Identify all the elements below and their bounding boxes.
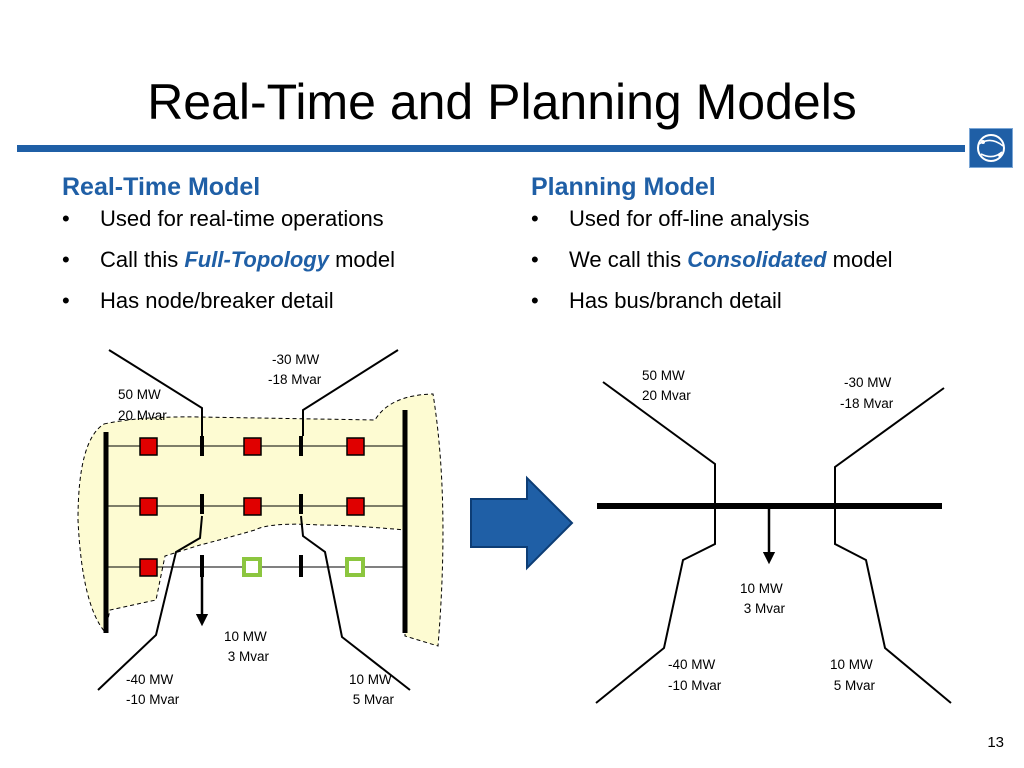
list-item: •Used for real-time operations	[62, 204, 502, 234]
list-item: •Has bus/branch detail	[531, 286, 1001, 316]
flow-label-bottom-left-mvar: -10 Mvar	[668, 678, 722, 693]
flow-label-top-left-mvar: 20 Mvar	[118, 408, 167, 423]
list-item: •Used for off-line analysis	[531, 204, 1001, 234]
bullet-icon: •	[62, 206, 70, 231]
bullet-icon: •	[531, 247, 539, 272]
line-top-right	[302, 349, 399, 436]
globe-logo-icon	[969, 128, 1013, 168]
flow-label-top-left-mw: 50 MW	[642, 368, 685, 383]
flow-label-bottom-left-mw: -40 MW	[668, 657, 716, 672]
real-time-bullets: •Used for real-time operations •Call thi…	[62, 204, 502, 316]
flow-label-bottom-left-mvar: -10 Mvar	[126, 692, 180, 707]
list-item: •Has node/breaker detail	[62, 286, 502, 316]
flow-label-bottom-right-mw: 10 MW	[349, 672, 392, 687]
full-topology-diagram: -30 MW -18 Mvar 50 MW 20 Mvar 10 MW 3 Mv…	[77, 349, 444, 707]
planning-column: Planning Model •Used for off-line analys…	[531, 170, 1001, 316]
breakers-closed	[139, 437, 365, 577]
right-arrow-icon	[470, 475, 574, 571]
real-time-heading: Real-Time Model	[62, 173, 261, 201]
line-top-right	[834, 387, 945, 506]
load-label-mvar: 3 Mvar	[740, 601, 786, 616]
flow-label-bottom-right-mw: 10 MW	[830, 657, 873, 672]
flow-label-top-right-mvar: -18 Mvar	[840, 396, 894, 411]
planning-heading: Planning Model	[531, 173, 716, 201]
line-top-left	[108, 349, 203, 436]
list-item: •Call this Full-Topology model	[62, 245, 502, 275]
flow-label-top-right-mvar: -18 Mvar	[268, 372, 322, 387]
flow-label-bottom-right-mvar: 5 Mvar	[349, 692, 395, 707]
line-bottom-right	[834, 506, 952, 704]
load-label-mw: 10 MW	[740, 581, 783, 596]
bullet-icon: •	[62, 247, 70, 272]
slide-title: Real-Time and Planning Models	[147, 74, 857, 130]
title-divider	[17, 145, 965, 152]
bullet-icon: •	[531, 206, 539, 231]
node-ticks	[200, 436, 303, 577]
breakers-open	[242, 557, 365, 577]
planning-bullets: •Used for off-line analysis •We call thi…	[531, 204, 1001, 316]
bullet-icon: •	[62, 288, 70, 313]
consolidated-term: Consolidated	[687, 247, 827, 272]
consolidated-diagram: 50 MW 20 Mvar -30 MW -18 Mvar 10 MW 3 Mv…	[595, 368, 952, 704]
line-bottom-left	[97, 515, 203, 691]
flow-label-top-left-mw: 50 MW	[118, 387, 161, 402]
line-bottom-left	[595, 506, 716, 704]
full-topology-term: Full-Topology	[184, 247, 329, 272]
page-number: 13	[987, 734, 1004, 751]
real-time-column: Real-Time Model •Used for real-time oper…	[62, 170, 502, 316]
line-top-left	[602, 381, 716, 506]
flow-label-top-right-mw: -30 MW	[844, 375, 892, 390]
substation-boundary	[77, 393, 444, 647]
flow-label-bottom-right-mvar: 5 Mvar	[830, 678, 876, 693]
flow-label-bottom-left-mw: -40 MW	[126, 672, 174, 687]
bullet-icon: •	[531, 288, 539, 313]
list-item: •We call this Consolidated model	[531, 245, 1001, 275]
line-bottom-right	[300, 515, 411, 691]
load-label-mw: 10 MW	[224, 629, 267, 644]
flow-label-top-left-mvar: 20 Mvar	[642, 388, 691, 403]
load-label-mvar: 3 Mvar	[224, 649, 270, 664]
flow-label-top-right-mw: -30 MW	[272, 352, 320, 367]
